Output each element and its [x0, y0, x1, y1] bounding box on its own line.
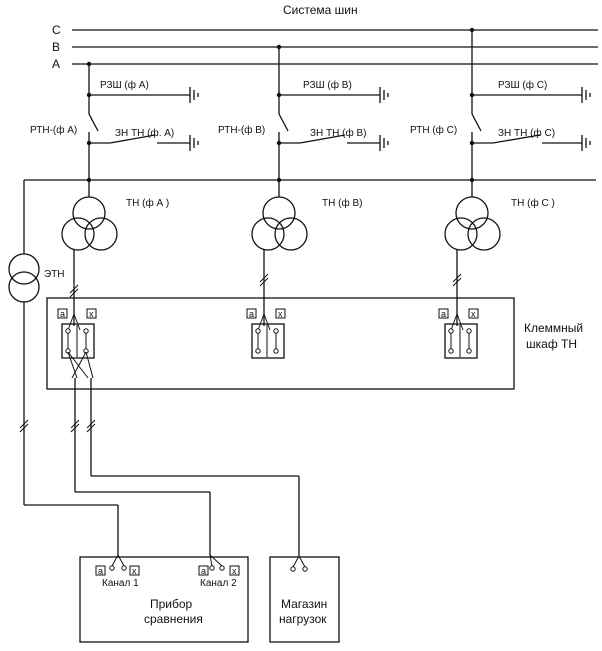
- cell-phase-c: РЗШ (ф С) РТН (ф С) ЗН ТН (ф С) ТН (ф С …: [410, 27, 591, 251]
- load-box-frame: [269, 556, 340, 643]
- load-box-line1: Магазин: [281, 597, 327, 611]
- comparison-device-line2: сравнения: [144, 612, 203, 626]
- ch1-terminal-x: х: [132, 566, 137, 576]
- terminal-x-label-2: х: [278, 309, 283, 319]
- vt-winding-a-3: [84, 217, 118, 251]
- etn-winding-2: [8, 271, 40, 303]
- vt-winding-c-3: [467, 217, 501, 251]
- vt-winding-b-1: [262, 196, 296, 230]
- terminal-x-label-1: х: [89, 309, 94, 319]
- terminal-block-b: а х: [246, 308, 286, 359]
- rtn-label-a: РТН-(ф А): [30, 124, 77, 136]
- comparison-device-line1: Прибор: [150, 597, 193, 611]
- comparison-device: а х Канал 1 а х Канал 2 Прибор сравнения: [79, 554, 249, 643]
- vt-winding-c-1: [455, 196, 489, 230]
- terminal-x-label-3: х: [471, 309, 476, 319]
- channel-2-label: Канал 2: [200, 578, 237, 589]
- vt-winding-c-2: [444, 217, 478, 251]
- cell-phase-a: РЗШ (ф А) РТН-(ф А) ЗН ТН (ф. А) ТН (ф А…: [30, 61, 199, 251]
- ch1-terminal-a: а: [98, 566, 103, 576]
- terminal-block-a: а х: [57, 308, 97, 359]
- rtn-label-b: РТН-(ф В): [218, 124, 265, 136]
- measurement-cables: [24, 351, 300, 556]
- ch2-terminal-x: х: [232, 566, 237, 576]
- vt-winding-a-2: [61, 217, 95, 251]
- tn-label-b: ТН (ф В): [322, 197, 362, 209]
- cabinet-frame: [46, 297, 515, 390]
- etn-winding-1: [8, 253, 40, 285]
- bus-title: Система шин: [283, 3, 358, 17]
- cabinet-label-line2: шкаф ТН: [526, 337, 577, 351]
- terminal-a-label-2: а: [249, 309, 254, 319]
- cell-phase-b: РЗШ (ф В) РТН-(ф В) ЗН ТН (ф В) ТН (ф В): [218, 44, 389, 251]
- reference-vt: ЭТН: [8, 180, 65, 505]
- tn-label-c: ТН (ф С ): [511, 197, 555, 209]
- load-box-line2: нагрузок: [279, 612, 327, 626]
- terminal-block-c: а х: [438, 308, 479, 359]
- tn-label-a: ТН (ф А ): [126, 197, 169, 209]
- etn-label: ЭТН: [44, 269, 65, 280]
- busbar-system: Система шин C B A: [52, 3, 598, 71]
- cabinet-label-line1: Клеммный: [524, 321, 583, 335]
- vt-winding-b-3: [274, 217, 308, 251]
- zn-label-c: ЗН ТН (ф С): [498, 127, 555, 139]
- terminal-a-label-1: а: [60, 309, 65, 319]
- channel-1-label: Канал 1: [102, 578, 139, 589]
- bus-label-a: A: [52, 57, 60, 71]
- comparison-device-frame: [79, 556, 249, 643]
- vt-winding-b-2: [251, 217, 285, 251]
- vt-winding-a-1: [72, 196, 106, 230]
- bus-label-c: C: [52, 23, 61, 37]
- zn-label-b: ЗН ТН (ф В): [310, 127, 366, 139]
- terminal-a-label-3: а: [441, 309, 446, 319]
- load-box: Магазин нагрузок: [269, 555, 340, 643]
- terminal-cabinet: Клеммный шкаф ТН а х а х: [46, 297, 583, 390]
- rzsh-label-c: РЗШ (ф С): [498, 79, 547, 91]
- rtn-label-c: РТН (ф С): [410, 124, 457, 136]
- rzsh-label-b: РЗШ (ф В): [303, 79, 352, 91]
- rzsh-label-a: РЗШ (ф А): [100, 79, 149, 91]
- zn-label-a: ЗН ТН (ф. А): [115, 127, 174, 139]
- vt-secondary-leads: [69, 250, 462, 326]
- bus-label-b: B: [52, 40, 60, 54]
- ch2-terminal-a: а: [201, 566, 206, 576]
